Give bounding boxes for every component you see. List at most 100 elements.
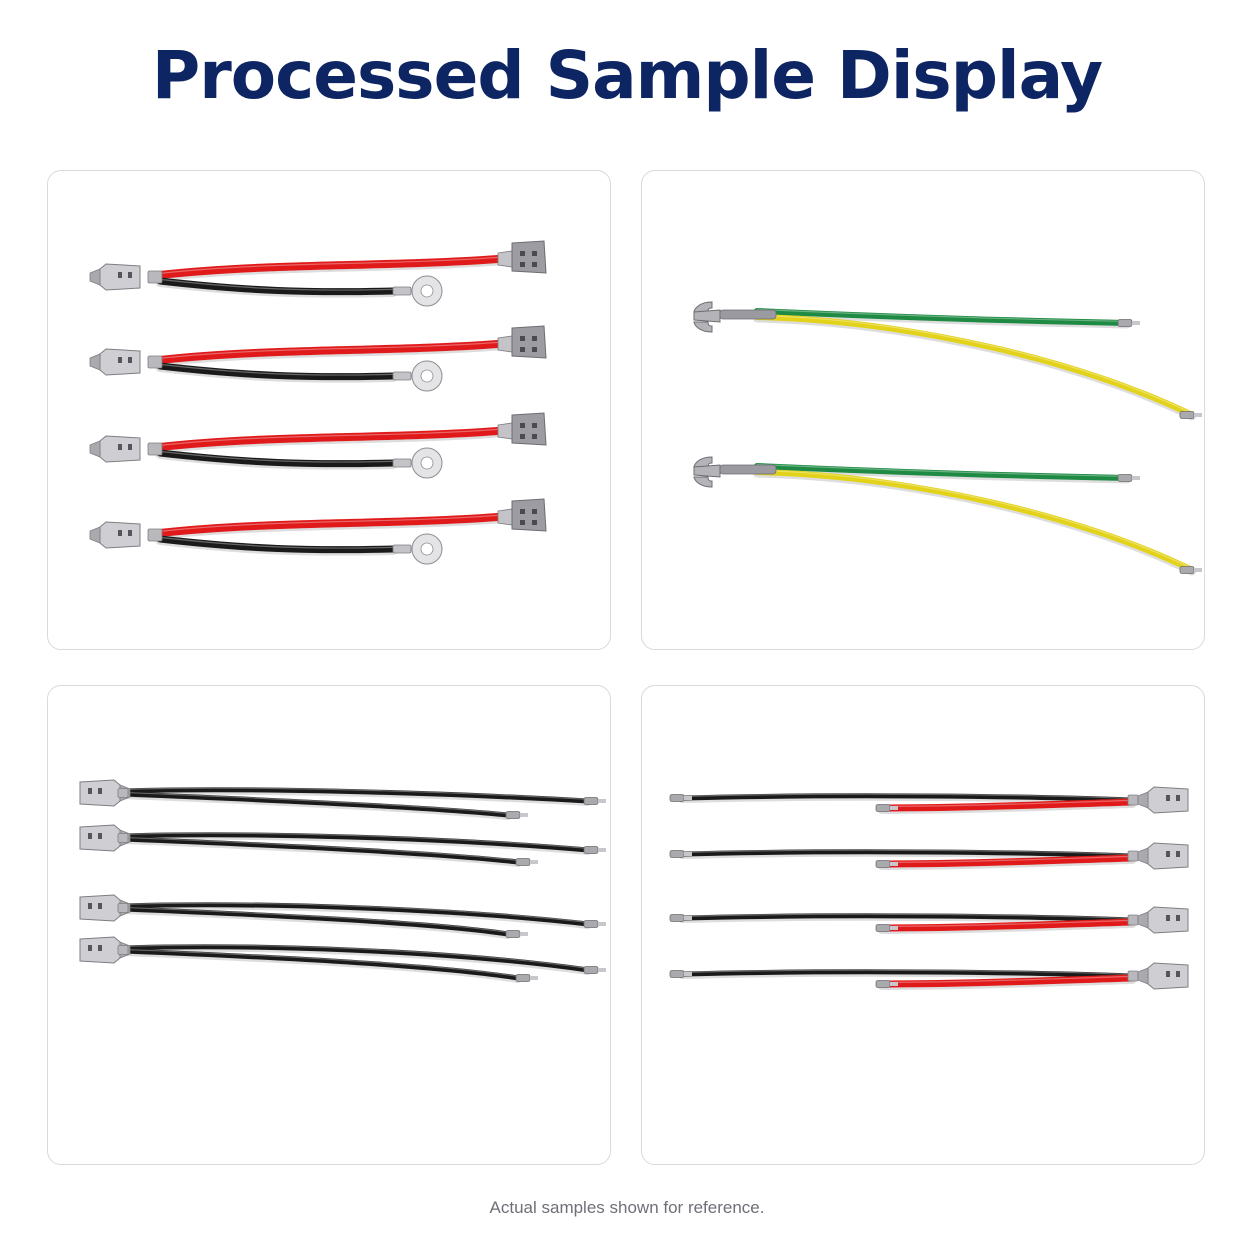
flag-terminal (497, 240, 547, 274)
pin-terminal (583, 920, 606, 928)
female-tab-terminal (89, 435, 141, 463)
wire (754, 469, 1195, 573)
pin-terminal (1179, 566, 1202, 574)
sample-panel-green-yellow-harness (641, 170, 1205, 650)
wire (120, 944, 591, 973)
pin-terminal (583, 797, 606, 805)
wire (120, 832, 591, 853)
flag-terminal (497, 412, 547, 446)
wire (156, 513, 502, 537)
pin-terminal (515, 974, 538, 982)
wire (878, 798, 1136, 812)
footer-caption: Actual samples shown for reference. (489, 1198, 765, 1217)
sample-image-green-yellow-harness (693, 301, 1202, 576)
harness-sample (89, 325, 547, 392)
wire (754, 463, 1130, 481)
female-tab-terminal (1137, 842, 1189, 870)
fork-terminal (693, 301, 777, 333)
crimp-sleeve (1127, 850, 1139, 862)
harness-sample (89, 240, 547, 307)
crimp-sleeve (117, 903, 129, 913)
pin-terminal (669, 914, 692, 922)
pin-terminal (505, 811, 528, 819)
sample-image-black-twin-harness (79, 779, 606, 983)
flag-terminal (497, 498, 547, 532)
crimp-sleeve (147, 442, 163, 456)
pin-terminal (583, 846, 606, 854)
wire (120, 836, 521, 865)
pin-terminal (875, 860, 898, 868)
pin-terminal (875, 924, 898, 932)
crimp-sleeve (147, 528, 163, 542)
ring-terminal (392, 533, 443, 565)
wire (156, 277, 397, 296)
pin-terminal (515, 858, 538, 866)
wire (156, 255, 502, 279)
wire (754, 314, 1195, 418)
harness-sample (79, 779, 606, 820)
sample-panel-red-black-harness (47, 170, 611, 650)
harness-sample (79, 824, 606, 867)
pin-terminal (1179, 411, 1202, 419)
wire (679, 849, 1135, 859)
ring-terminal (392, 447, 443, 479)
female-tab-terminal (1137, 906, 1189, 934)
pin-terminal (875, 804, 898, 812)
wire (878, 854, 1136, 868)
pin-terminal (505, 930, 528, 938)
wire (120, 902, 591, 927)
flag-terminal (497, 325, 547, 359)
wire (878, 974, 1136, 988)
ring-terminal (392, 275, 443, 307)
female-tab-terminal (89, 521, 141, 549)
wire (120, 906, 511, 937)
crimp-sleeve (1127, 970, 1139, 982)
female-tab-terminal (89, 348, 141, 376)
crimp-sleeve (1127, 914, 1139, 926)
harness-sample (669, 842, 1189, 870)
harness-sample (79, 936, 606, 983)
harness-sample (89, 412, 547, 479)
harness-sample (79, 894, 606, 939)
harness-sample (693, 301, 1202, 421)
female-tab-terminal (89, 263, 141, 291)
female-tab-terminal (1137, 786, 1189, 814)
crimp-sleeve (117, 788, 129, 798)
female-tab-terminal (1137, 962, 1189, 990)
wire (156, 449, 397, 468)
pin-terminal (1117, 319, 1140, 327)
ring-terminal (392, 360, 443, 392)
sample-image-black-red-harness (669, 786, 1189, 990)
wire (156, 340, 502, 364)
pin-terminal (875, 980, 898, 988)
wire (754, 308, 1130, 326)
crimp-sleeve (147, 355, 163, 369)
pin-terminal (583, 966, 606, 974)
pin-terminal (1117, 474, 1140, 482)
crimp-sleeve (147, 270, 163, 284)
harness-sample (669, 906, 1189, 934)
page-title: Processed Sample Display (151, 37, 1103, 114)
wire (679, 793, 1135, 803)
wire (156, 535, 397, 554)
sample-image-red-black-harness (89, 240, 547, 565)
pin-terminal (669, 794, 692, 802)
wire (120, 787, 591, 804)
harness-sample (669, 962, 1189, 990)
wire (878, 918, 1136, 932)
wire (120, 791, 511, 818)
harness-sample (89, 498, 547, 565)
wire (679, 969, 1135, 979)
wire (120, 948, 521, 981)
harness-sample (669, 786, 1189, 814)
wire (679, 913, 1135, 923)
pin-terminal (669, 850, 692, 858)
harness-sample (693, 456, 1202, 576)
pin-terminal (669, 970, 692, 978)
crimp-sleeve (117, 945, 129, 955)
wire (156, 427, 502, 451)
sample-panel-black-red-harness (641, 685, 1205, 1165)
fork-terminal (693, 456, 777, 488)
sample-panel-black-twin-harness (47, 685, 611, 1165)
wire (156, 362, 397, 381)
